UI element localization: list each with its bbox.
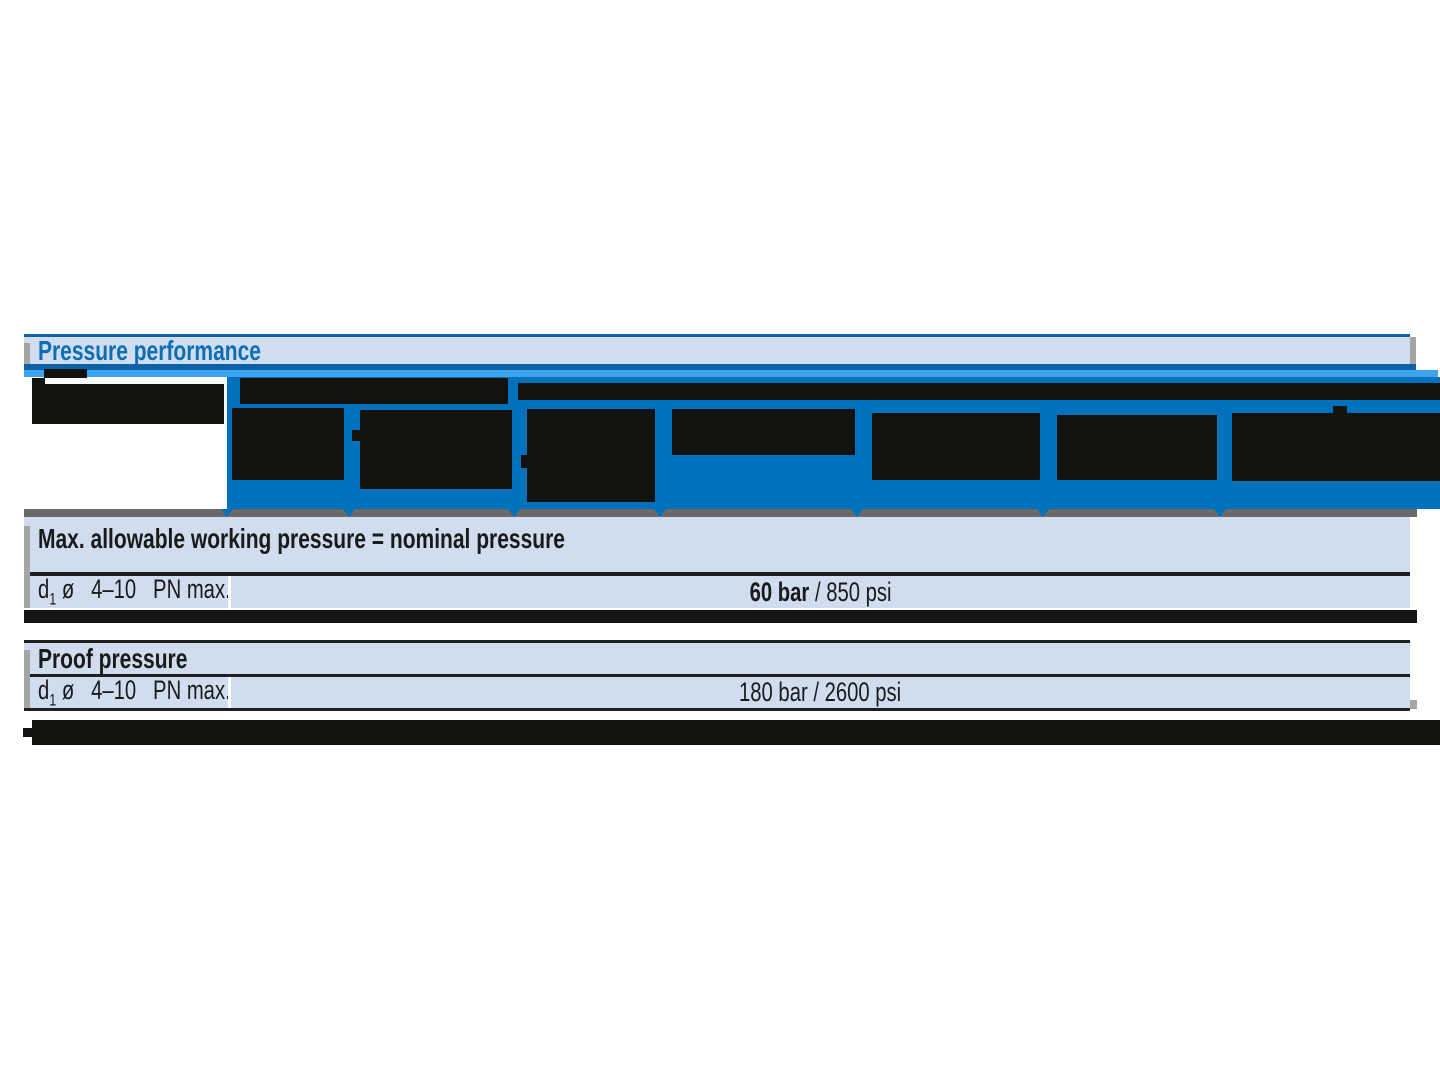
divider-line: [24, 674, 1410, 677]
redacted-block: [518, 383, 1440, 400]
cell-divider: [228, 677, 231, 708]
redacted-block: [521, 455, 529, 468]
section-header-pressure-performance: Pressure performance: [24, 334, 1410, 366]
band-highlight-strip: [24, 370, 1438, 377]
header-top-border: [24, 334, 1410, 337]
working-pressure-value: 60 bar / 850 psi: [749, 576, 892, 607]
redacted-block: [1057, 415, 1217, 480]
column-tick-icon: [1214, 509, 1226, 517]
redacted-block: [232, 408, 344, 480]
redacted-block: [32, 384, 224, 424]
redacted-block: [1232, 413, 1440, 481]
column-tick-icon: [851, 509, 863, 517]
section-proof-pressure-title: Proof pressure: [38, 642, 188, 674]
section-working-pressure-title: Max. allowable working pressure = nomina…: [38, 523, 565, 554]
proof-pressure-row: d1 ø 4–10 PN max. 180 bar / 2600 psi: [24, 674, 1410, 710]
redacted-block: [32, 378, 45, 385]
redacted-block: [360, 410, 512, 489]
redacted-block: [527, 409, 655, 502]
column-tick-icon: [654, 509, 666, 517]
column-tick-icon: [508, 509, 520, 517]
divider-line: [24, 572, 1410, 576]
redacted-block: [672, 409, 855, 455]
row-label-d1: d1 ø 4–10 PN max.: [38, 574, 231, 609]
redacted-block: [44, 369, 87, 378]
redacted-block: [23, 728, 32, 737]
redacted-block: [240, 378, 508, 404]
page-title: Pressure performance: [38, 334, 261, 366]
divider-line: [24, 708, 1410, 711]
redacted-block: [352, 430, 362, 441]
column-tick-icon: [1037, 509, 1049, 517]
scan-shadow: [24, 526, 30, 608]
row-label-d1: d1 ø 4–10 PN max.: [38, 674, 231, 710]
column-tick-icon: [343, 509, 355, 517]
section-working-pressure: Max. allowable working pressure = nomina…: [24, 517, 1410, 572]
redacted-block: [872, 413, 1040, 480]
scan-shadow: [24, 650, 30, 708]
cell-divider: [228, 576, 231, 608]
redacted-block: [1333, 406, 1347, 415]
column-tick-icon: [221, 509, 233, 517]
redacted-block: [32, 720, 1440, 745]
scan-shadow: [1410, 700, 1417, 709]
proof-pressure-value: 180 bar / 2600 psi: [739, 677, 902, 707]
section-proof-pressure: Proof pressure: [24, 643, 1410, 674]
band-bottom-border: [24, 509, 1417, 517]
scan-shadow: [24, 343, 30, 364]
divider-line: [24, 640, 1410, 643]
scan-shadow: [1410, 337, 1416, 364]
working-pressure-row: d1 ø 4–10 PN max. 60 bar / 850 psi: [24, 574, 1410, 609]
header-underline: [24, 364, 1416, 370]
section-bottom-border: [24, 610, 1417, 623]
